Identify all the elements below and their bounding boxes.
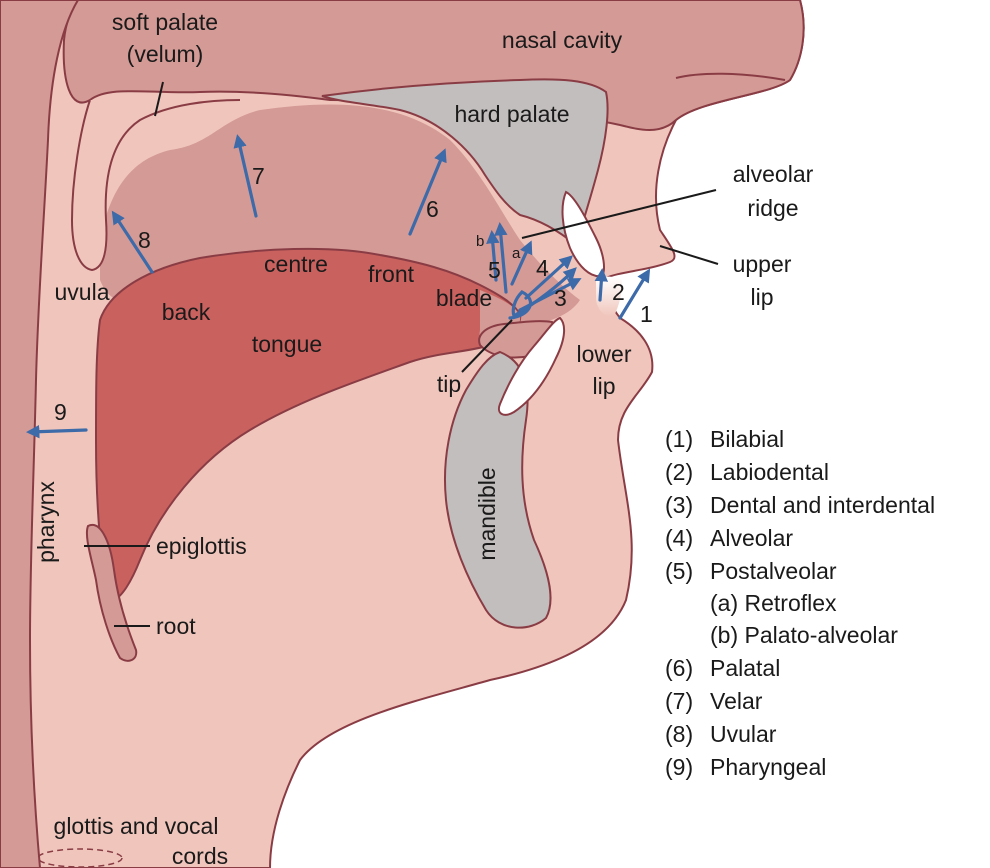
label-alveolar-1: alveolar xyxy=(733,161,814,187)
label-glottis-2: cords xyxy=(172,843,228,868)
num-b: b xyxy=(476,233,484,250)
num-5: 5 xyxy=(488,257,501,283)
arrow-numbers: 1 2 3 4 5 6 7 8 9 a b xyxy=(54,163,653,425)
label-lower-lip-1: lower xyxy=(577,341,632,367)
num-1: 1 xyxy=(640,301,653,327)
label-upper-lip-2: lip xyxy=(750,284,773,310)
num-3: 3 xyxy=(554,285,567,311)
leader-alveolar xyxy=(521,189,717,239)
legend-label-3: Dental and interdental xyxy=(710,492,935,518)
num-6: 6 xyxy=(426,196,439,222)
leader-soft-palate xyxy=(154,81,164,117)
label-glottis-1: glottis and vocal xyxy=(54,813,219,839)
label-centre: centre xyxy=(264,251,328,277)
label-alveolar-2: ridge xyxy=(747,195,798,221)
arrow-2 xyxy=(594,267,609,302)
legend-num-7: (7) xyxy=(665,688,693,714)
arrow-7 xyxy=(233,134,258,218)
legend-label-9: Pharyngeal xyxy=(710,754,826,780)
legend-num-9: (9) xyxy=(665,754,693,780)
label-tongue: tongue xyxy=(252,331,322,357)
legend-label-1: Bilabial xyxy=(710,426,784,452)
articulation-arrows xyxy=(25,134,651,439)
arrow-4b xyxy=(524,255,573,300)
legend-label-5a: (a) Retroflex xyxy=(710,590,837,616)
num-4: 4 xyxy=(536,255,549,281)
legend-num-2: (2) xyxy=(665,459,693,485)
legend-num-1: (1) xyxy=(665,426,693,452)
label-upper-lip-1: upper xyxy=(733,251,792,277)
num-a: a xyxy=(512,245,521,262)
num-8: 8 xyxy=(138,227,151,253)
legend-num-8: (8) xyxy=(665,721,693,747)
pharynx-region xyxy=(0,0,80,868)
arrow-5b xyxy=(486,229,500,282)
anatomy-labels: soft palate (velum) nasal cavity hard pa… xyxy=(33,9,814,868)
label-blade: blade xyxy=(436,285,492,311)
glottis-ellipse xyxy=(37,848,123,868)
arrow-5a xyxy=(510,240,533,286)
label-hard-palate: hard palate xyxy=(454,101,569,127)
label-root: root xyxy=(156,613,196,639)
legend-label-5b: (b) Palato-alveolar xyxy=(710,622,898,648)
label-soft-palate-1: soft palate xyxy=(112,9,218,35)
label-tip: tip xyxy=(437,371,461,397)
label-pharynx: pharynx xyxy=(33,481,59,563)
legend-num-4: (4) xyxy=(665,525,693,551)
label-nasal-cavity: nasal cavity xyxy=(502,27,623,53)
legend-label-7: Velar xyxy=(710,688,763,714)
legend-label-2: Labiodental xyxy=(710,459,829,485)
label-uvula: uvula xyxy=(55,279,110,305)
arrow-6 xyxy=(408,148,447,236)
num-2: 2 xyxy=(612,279,625,305)
num-9: 9 xyxy=(54,399,67,425)
label-epiglottis: epiglottis xyxy=(156,533,247,559)
leader-upper-lip xyxy=(659,245,719,265)
legend-num-3: (3) xyxy=(665,492,693,518)
mandible-bone xyxy=(443,350,552,629)
lower-tooth xyxy=(498,316,566,416)
arrow-1 xyxy=(618,268,651,320)
legend-num-6: (6) xyxy=(665,655,693,681)
label-front: front xyxy=(368,261,415,287)
arrow-9 xyxy=(25,424,88,439)
arrow-4 xyxy=(518,278,582,312)
num-7: 7 xyxy=(252,163,265,189)
uvula-shape xyxy=(70,99,241,272)
arrow-5 xyxy=(494,221,508,294)
legend-label-4: Alveolar xyxy=(710,525,793,551)
label-soft-palate-2: (velum) xyxy=(127,41,204,67)
label-back: back xyxy=(162,299,211,325)
nasal-line xyxy=(675,72,786,81)
arrow-8 xyxy=(111,210,154,274)
label-lower-lip-2: lip xyxy=(592,373,615,399)
legend-label-8: Uvular xyxy=(710,721,777,747)
legend-num-5: (5) xyxy=(665,558,693,584)
leader-tip xyxy=(461,319,513,373)
legend-label-6: Palatal xyxy=(710,655,780,681)
label-mandible: mandible xyxy=(474,467,500,560)
legend: (1) Bilabial (2) Labiodental (3) Dental … xyxy=(665,426,935,780)
legend-label-5: Postalveolar xyxy=(710,558,837,584)
